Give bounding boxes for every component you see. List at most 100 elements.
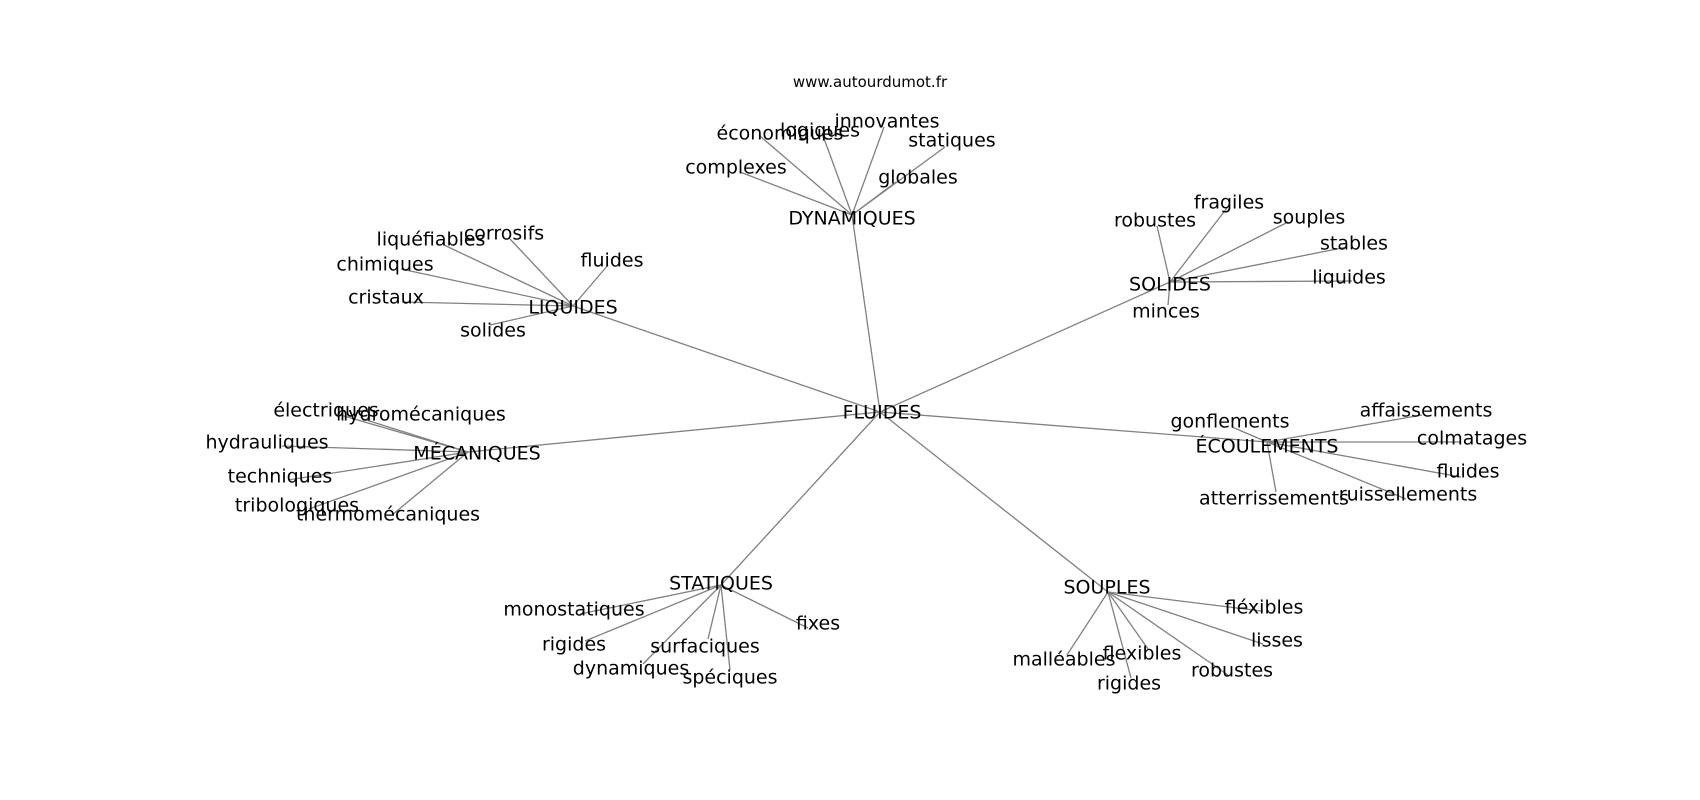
word-node-mecaniques-3[interactable]: techniques [228,466,333,488]
edge-statiques-word-2 [584,584,722,642]
edge-liquides-word-2 [400,268,574,307]
word-node-souples-0[interactable]: fléxibles [1225,597,1304,619]
word-node-liquides-2[interactable]: chimiques [336,254,433,276]
cluster-node-solides[interactable]: SOLIDES [1129,274,1211,296]
cluster-node-ecoulements[interactable]: ÉCOULEMENTS [1195,435,1338,458]
word-node-liquides-0[interactable]: liquéfiables [377,229,486,251]
word-node-ecoulements-3[interactable]: fluides [1437,461,1500,483]
edge-center-dynamiques [851,214,881,413]
edge-statiques-word-5 [720,584,731,671]
cluster-node-dynamiques[interactable]: DYNAMIQUES [788,208,915,230]
word-node-ecoulements-4[interactable]: atterrissements [1199,488,1349,510]
edge-ecoulements-word-3 [1266,441,1462,478]
word-node-souples-1[interactable]: lisses [1251,630,1303,652]
edge-center-ecoulements [879,411,1268,443]
edge-center-liquides [572,305,881,413]
cluster-node-statiques[interactable]: STATIQUES [669,573,773,595]
word-node-liquides-3[interactable]: fluides [581,250,644,272]
edge-layer [281,126,1462,679]
edge-center-mecaniques [467,411,881,453]
word-node-liquides-5[interactable]: solides [460,320,526,342]
label-layer: www.autourdumot.fr économiqueslogiquesin… [205,73,1527,695]
edge-solides-word-5 [1167,281,1171,306]
word-node-statiques-2[interactable]: rigides [542,634,606,656]
edge-liquides-word-4 [401,301,574,307]
edge-dynamiques-word-4 [739,171,853,216]
word-node-statiques-5[interactable]: spéciques [682,667,777,689]
edge-mecaniques-word-3 [287,451,469,481]
edge-souples-word-3 [1107,591,1149,650]
edge-solides-word-4 [1169,280,1353,283]
word-node-mecaniques-0[interactable]: électriques [273,400,378,422]
edge-ecoulements-word-1 [1266,414,1423,443]
word-node-solides-0[interactable]: fragiles [1194,192,1264,214]
edge-ecoulements-word-4 [1266,441,1277,493]
edge-souples-word-2 [1066,591,1109,656]
edge-solides-word-2 [1169,221,1289,283]
edge-center-statiques [720,411,881,586]
word-node-statiques-4[interactable]: dynamiques [573,658,689,680]
word-node-liquides-1[interactable]: corrosifs [464,223,544,245]
edge-souples-word-1 [1107,591,1264,645]
edge-liquides-word-0 [443,244,574,307]
cluster-node-mecaniques[interactable]: MÉCANIQUES [413,442,540,465]
edge-center-solides [879,281,1171,413]
word-node-statiques-1[interactable]: fixes [796,613,840,635]
word-node-solides-4[interactable]: liquides [1312,267,1386,289]
word-node-mecaniques-1[interactable]: hydromécaniques [336,404,506,426]
edge-liquides-word-5 [489,305,574,326]
word-node-dynamiques-0[interactable]: économiques [717,123,844,145]
word-node-statiques-3[interactable]: surfaciques [650,636,760,658]
edge-mecaniques-word-1 [362,418,469,453]
word-node-solides-3[interactable]: stables [1320,233,1388,255]
word-node-souples-5[interactable]: rigides [1097,673,1161,695]
center-node[interactable]: FLUIDES [843,402,922,424]
edge-center-souples [879,411,1109,593]
cluster-node-souples[interactable]: SOUPLES [1063,577,1150,599]
word-node-mecaniques-4[interactable]: tribologiques [235,495,359,517]
cluster-node-liquides[interactable]: LIQUIDES [528,297,617,319]
word-node-souples-3[interactable]: flexibles [1103,643,1182,665]
edge-ecoulements-word-5 [1266,441,1407,500]
word-node-dynamiques-5[interactable]: globales [878,167,958,189]
word-node-dynamiques-2[interactable]: innovantes [835,111,940,133]
word-node-mecaniques-5[interactable]: thermomécaniques [296,504,480,526]
word-node-dynamiques-1[interactable]: logiques [780,120,860,142]
word-node-solides-5[interactable]: minces [1132,301,1200,323]
edge-souples-word-4 [1107,591,1229,676]
edge-solides-word-1 [1156,225,1171,283]
edge-liquides-word-3 [572,264,609,307]
word-node-ecoulements-2[interactable]: colmatages [1417,428,1527,450]
source-url[interactable]: www.autourdumot.fr [793,73,948,91]
edge-dynamiques-word-1 [821,132,853,216]
word-node-souples-4[interactable]: robustes [1191,660,1273,682]
edge-mecaniques-word-2 [281,445,469,453]
word-node-statiques-0[interactable]: monostatiques [503,599,644,621]
edge-solides-word-3 [1169,246,1348,283]
edge-dynamiques-word-2 [851,126,885,216]
word-node-ecoulements-1[interactable]: affaissements [1360,400,1493,422]
edge-statiques-word-4 [642,584,722,665]
edge-liquides-word-1 [509,238,574,307]
word-node-solides-2[interactable]: souples [1273,207,1346,229]
word-node-ecoulements-5[interactable]: ruissellements [1339,484,1477,506]
edge-ecoulements-word-0 [1231,426,1268,443]
word-node-dynamiques-3[interactable]: statiques [908,130,995,152]
word-node-solides-1[interactable]: robustes [1114,210,1196,232]
word-node-dynamiques-4[interactable]: complexes [685,157,787,179]
edge-statiques-word-0 [579,584,722,615]
edge-souples-word-5 [1107,591,1132,679]
edge-dynamiques-word-5 [851,181,897,216]
word-node-ecoulements-0[interactable]: gonflements [1171,411,1290,433]
edge-dynamiques-word-0 [759,135,853,216]
edge-solides-word-0 [1169,207,1228,283]
edge-statiques-word-3 [707,584,722,640]
word-node-souples-2[interactable]: malléables [1013,649,1116,671]
edge-mecaniques-word-5 [391,451,469,516]
word-node-liquides-4[interactable]: cristaux [348,287,424,309]
edge-souples-word-0 [1107,591,1262,612]
word-node-mecaniques-2[interactable]: hydrauliques [205,432,328,454]
edge-mecaniques-word-4 [308,451,469,510]
edge-statiques-word-1 [720,584,809,629]
